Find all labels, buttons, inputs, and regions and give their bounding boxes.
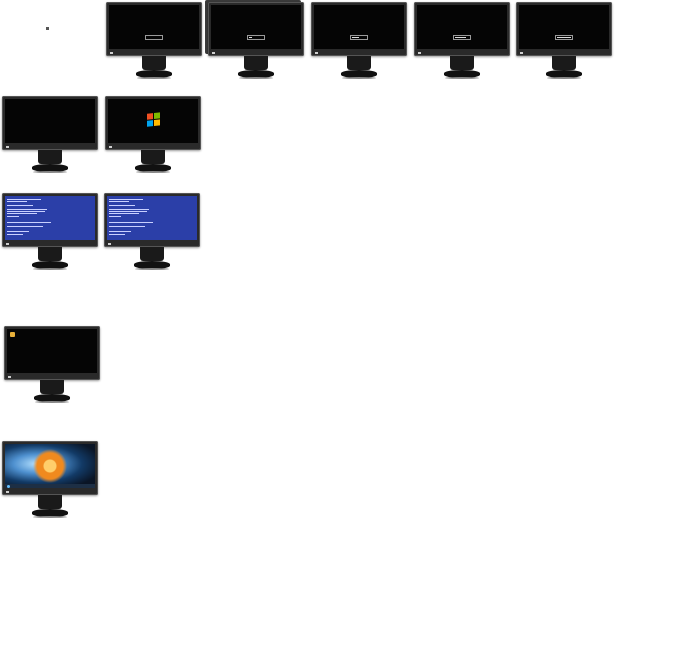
wallpaper-image bbox=[5, 444, 95, 488]
power-led-icon bbox=[6, 146, 9, 148]
monitor-blue-screen-2 bbox=[104, 193, 200, 283]
power-led-icon bbox=[108, 243, 111, 245]
power-led-icon bbox=[520, 52, 523, 54]
taskbar bbox=[5, 484, 95, 488]
boot-progress-bar bbox=[145, 35, 163, 40]
monitor-boot-3 bbox=[311, 2, 407, 92]
boot-progress-fill bbox=[557, 37, 571, 38]
monitor-boot-1 bbox=[106, 2, 202, 92]
page-marker-dot bbox=[46, 27, 49, 30]
monitor-boot-2 bbox=[205, 0, 304, 92]
boot-progress-fill bbox=[352, 37, 359, 38]
monitor-boot-4 bbox=[414, 2, 510, 92]
power-led-icon bbox=[6, 491, 9, 493]
boot-progress-fill bbox=[455, 37, 466, 38]
monitor-blue-screen-1 bbox=[2, 193, 98, 283]
monitor-windows-logo bbox=[105, 96, 201, 186]
bsod-text-block bbox=[107, 196, 197, 240]
boot-progress-bar bbox=[453, 35, 471, 40]
power-led-icon bbox=[110, 52, 113, 54]
monitor-boot-5 bbox=[516, 2, 612, 92]
power-led-icon bbox=[109, 146, 112, 148]
boot-progress-fill bbox=[249, 37, 252, 38]
boot-progress-bar bbox=[247, 35, 265, 40]
power-led-icon bbox=[6, 243, 9, 245]
start-orb-icon bbox=[7, 485, 10, 488]
power-led-icon bbox=[8, 376, 11, 378]
bsod-text-block bbox=[5, 196, 95, 240]
monitor-desktop-wallpaper bbox=[2, 441, 98, 531]
power-led-icon bbox=[212, 52, 215, 54]
boot-progress-bar bbox=[350, 35, 368, 40]
windows-flag-icon bbox=[147, 112, 161, 127]
power-led-icon bbox=[418, 52, 421, 54]
monitor-black-screen bbox=[2, 96, 98, 186]
boot-progress-bar bbox=[555, 35, 573, 40]
windows-corner-icon bbox=[10, 332, 15, 337]
power-led-icon bbox=[315, 52, 318, 54]
monitor-desktop-loading bbox=[4, 326, 100, 416]
